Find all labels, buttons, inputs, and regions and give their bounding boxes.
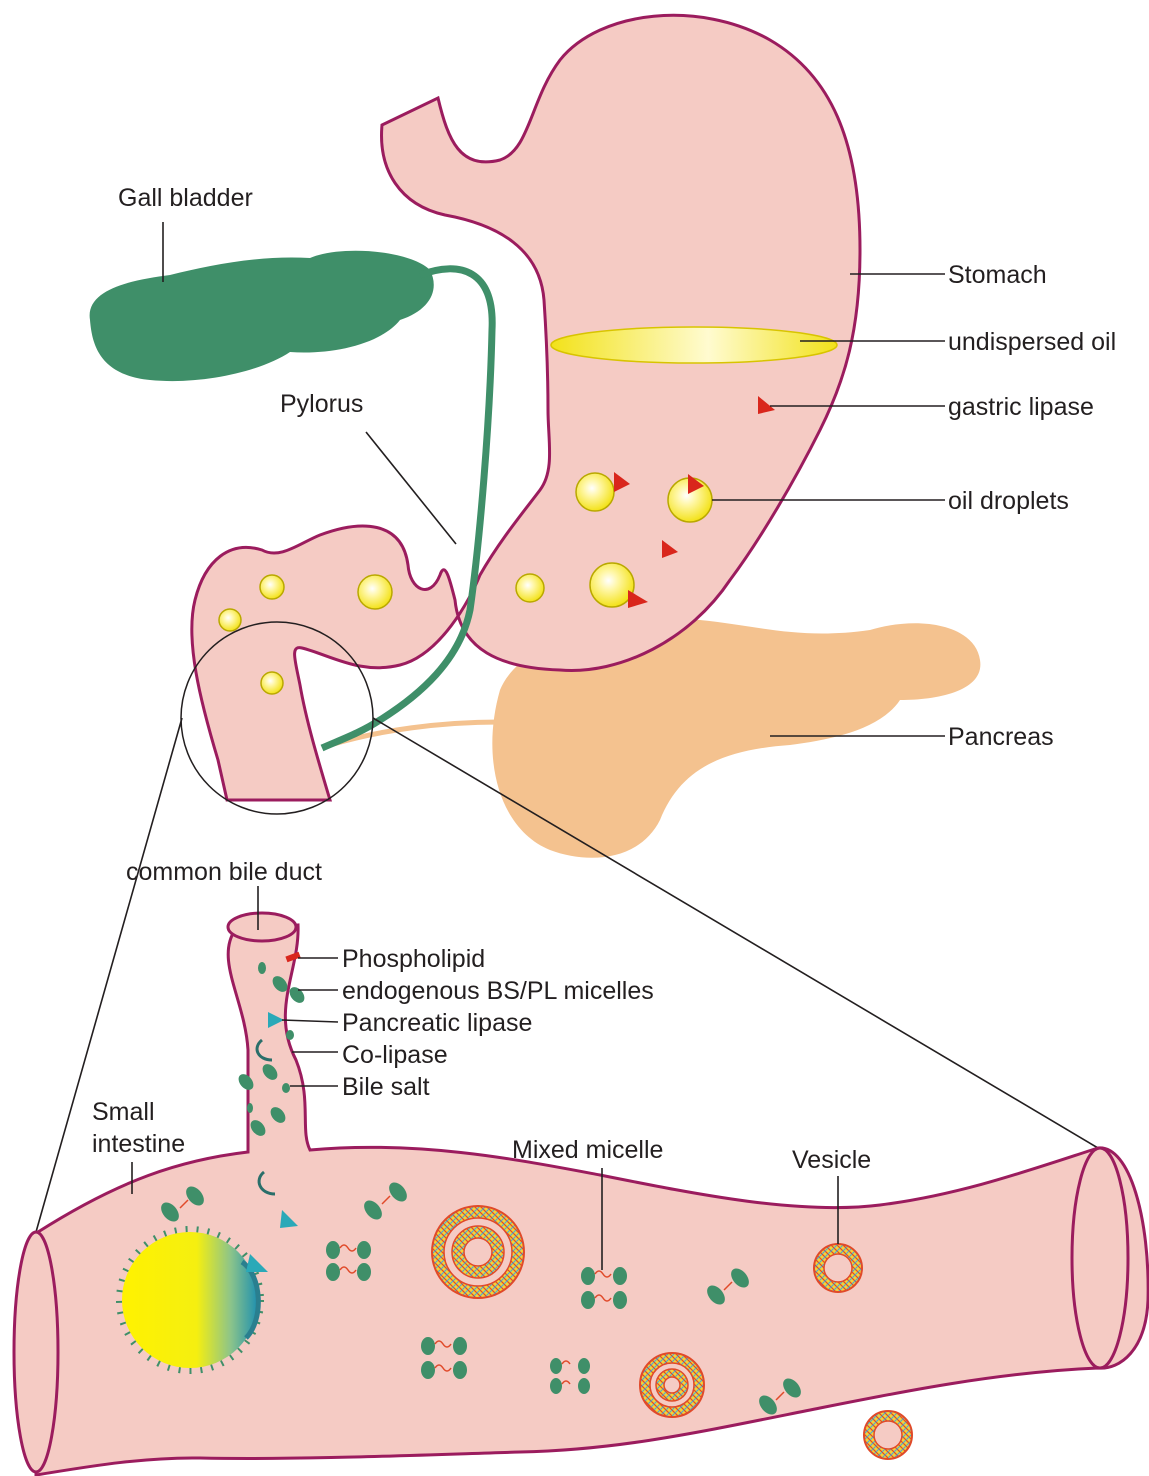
label-gall-bladder: Gall bladder	[118, 184, 253, 212]
label-stomach: Stomach	[948, 261, 1047, 289]
label-phospholipid: Phospholipid	[342, 945, 485, 973]
undispersed-oil-layer	[551, 327, 837, 363]
label-small-intestine-line1: Small	[92, 1098, 155, 1126]
label-co-lipase: Co-lipase	[342, 1041, 448, 1069]
label-mixed-micelle: Mixed micelle	[512, 1136, 663, 1164]
label-undispersed-oil: undispersed oil	[948, 328, 1116, 356]
label-pancreatic-lipase: Pancreatic lipase	[342, 1009, 532, 1037]
label-endogenous-micelles: endogenous BS/PL micelles	[342, 977, 654, 1005]
label-oil-droplets: oil droplets	[948, 487, 1069, 515]
label-pylorus: Pylorus	[280, 390, 363, 418]
label-common-bile-duct: common bile duct	[126, 858, 322, 886]
gall-bladder	[90, 251, 434, 381]
label-vesicle: Vesicle	[792, 1146, 871, 1174]
label-pancreas: Pancreas	[948, 723, 1054, 751]
label-gastric-lipase: gastric lipase	[948, 393, 1094, 421]
label-bile-salt: Bile salt	[342, 1073, 430, 1101]
label-small-intestine-line2: intestine	[92, 1130, 185, 1158]
pancreas	[330, 618, 980, 858]
